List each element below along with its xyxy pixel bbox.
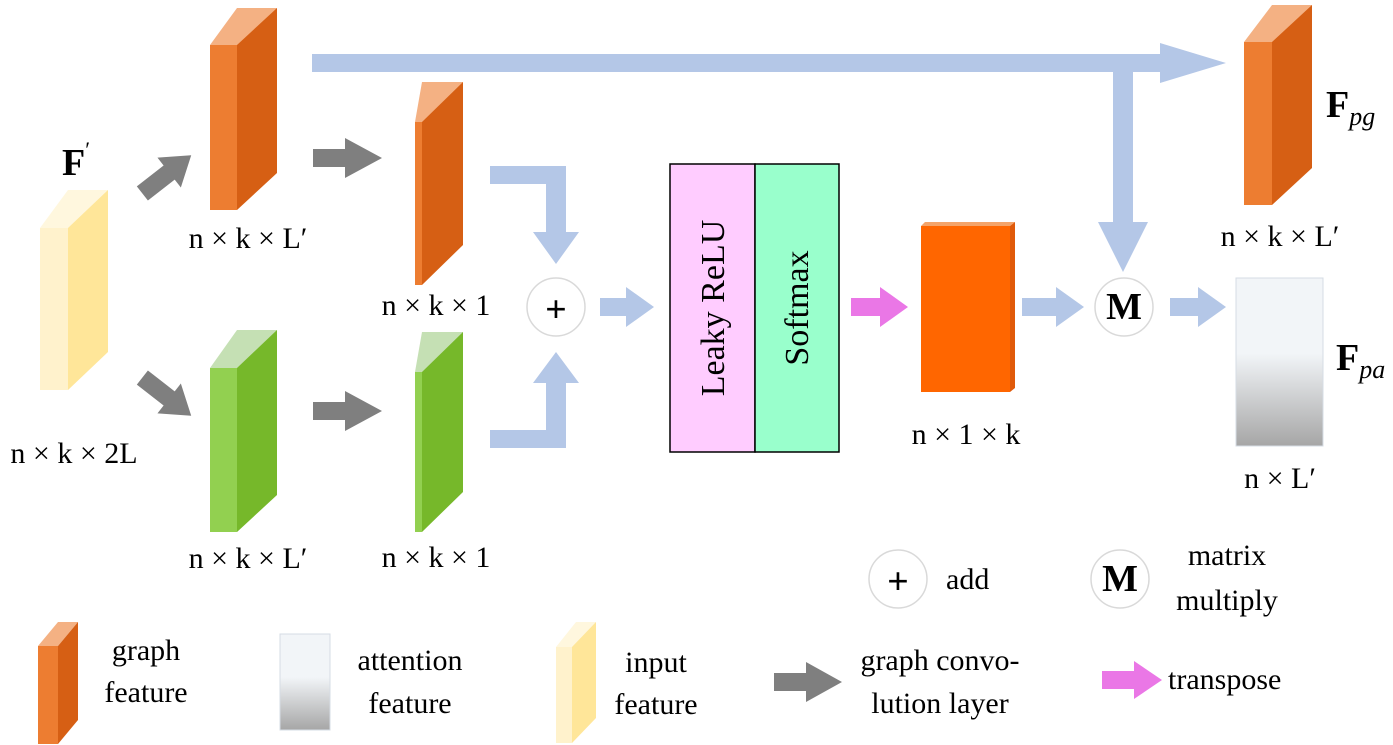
legend-attention-feature-line2: feature <box>368 687 451 720</box>
output-dim-label: n × 1 × k <box>912 418 1021 451</box>
bottom-graph-dim-label: n × k × L′ <box>189 542 308 575</box>
fpa-label: Fpa <box>1336 337 1385 384</box>
output-block <box>921 222 1015 392</box>
svg-text:+: + <box>545 289 567 331</box>
bottom-small-block <box>415 332 463 532</box>
add-to-relu-arrow <box>600 287 654 327</box>
top-graph-dim-label: n × k × L′ <box>189 222 308 255</box>
svg-text:M: M <box>1102 558 1138 600</box>
legend-gcn: graph convo- lution layer <box>860 644 1019 720</box>
bottom-graph-feature-block <box>210 330 277 532</box>
legend-graph-feature: graph feature <box>38 622 188 744</box>
top-small-block <box>415 82 463 285</box>
softmax-label: Softmax <box>779 250 816 365</box>
gcn-arrows <box>136 138 842 702</box>
matmul-to-fpa-arrow <box>1170 287 1226 327</box>
softmax-box <box>754 163 840 453</box>
legend-gcn-line2: lution layer <box>871 687 1008 720</box>
bottom-small-dim-label: n × k × 1 <box>382 541 491 574</box>
fpg-block <box>1244 5 1312 205</box>
svg-text:M: M <box>1106 286 1142 328</box>
input-dim-label: n × k × 2L <box>10 437 137 470</box>
gcn-arrow-input-to-bottom <box>136 370 192 416</box>
svg-text:+: + <box>887 561 909 603</box>
legend-matmul-line1: matrix <box>1188 539 1266 572</box>
skip-arrow-to-matmul <box>1098 72 1148 272</box>
legend-gcn-line1: graph convo- <box>860 644 1019 677</box>
input-feature-block <box>40 190 108 390</box>
legend-input-feature-line2: feature <box>614 688 697 721</box>
activation-boxes: Leaky ReLU Softmax <box>669 163 840 453</box>
diagram-labels: F′ n × k × 2L n × k × L′ n × k × L′ n × … <box>10 84 1385 575</box>
legend-gcn-arrow <box>774 662 842 702</box>
legend-graph-feature-line1: graph <box>112 634 180 667</box>
legend-attention-feature: attention feature <box>279 633 463 731</box>
legend-graph-feature-line2: feature <box>104 676 187 709</box>
matmul-operator: M <box>1094 277 1154 337</box>
transpose-arrow <box>851 287 908 327</box>
legend-attention-feature-line1: attention <box>358 644 463 677</box>
fpg-label: Fpg <box>1326 84 1375 131</box>
legend-matmul: M matrix multiply <box>1090 539 1278 617</box>
top-to-add-arrow <box>490 166 579 264</box>
legend-matmul-line2: multiply <box>1176 584 1278 617</box>
bottom-to-add-arrow <box>490 352 579 448</box>
top-graph-feature-block <box>210 8 277 210</box>
top-small-dim-label: n × k × 1 <box>382 289 491 322</box>
legend-transpose: transpose <box>1102 661 1281 699</box>
f-prime-label: F′ <box>62 137 90 184</box>
legend-transpose-label: transpose <box>1168 663 1281 696</box>
fpa-dim-label: n × L′ <box>1244 462 1316 495</box>
legend-input-feature: input feature <box>556 622 698 743</box>
legend: + add M matrix multiply graph feature at… <box>38 539 1281 744</box>
gcn-arrow-top <box>313 138 382 178</box>
gcn-arrow-input-to-top <box>136 155 192 201</box>
legend-input-feature-line1: input <box>625 646 687 679</box>
fpa-block <box>1235 277 1324 447</box>
skip-arrow-to-fpg <box>312 43 1226 83</box>
add-operator: + <box>526 277 586 337</box>
gcn-arrow-bottom <box>313 391 382 431</box>
legend-add-label: add <box>946 563 989 596</box>
flow-arrows <box>312 43 1226 448</box>
fpg-dim-label: n × k × L′ <box>1221 220 1340 253</box>
leaky-relu-label: Leaky ReLU <box>695 220 732 397</box>
output-to-matmul-arrow <box>1022 287 1084 327</box>
legend-add: + add <box>868 549 989 609</box>
leaky-relu-box <box>669 163 756 453</box>
